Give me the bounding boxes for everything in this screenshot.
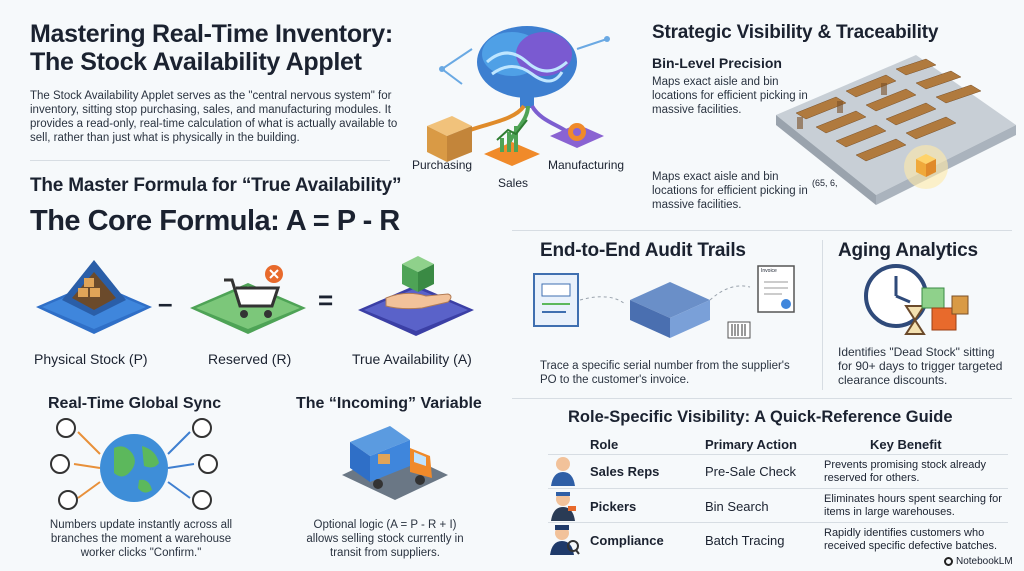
section-divider (822, 240, 823, 390)
intro-paragraph: The Stock Availability Applet serves as … (30, 90, 398, 144)
barcode-icon (727, 321, 751, 339)
roles-header-action: Primary Action (705, 437, 797, 452)
roles-header-benefit: Key Benefit (870, 437, 942, 452)
manufacturing-label: Manufacturing (548, 158, 625, 172)
gear-icon (550, 123, 604, 148)
true-availability-label: True Availability (A) (352, 351, 472, 367)
incoming-title: The “Incoming” Variable (296, 395, 482, 412)
minus-operator: – (158, 288, 173, 318)
role-name: Compliance (590, 533, 664, 548)
role-benefit: Rapidly identifies customers who receive… (824, 527, 998, 552)
brain-network-illustration (427, 26, 610, 166)
roles-title: Role-Specific Visibility: A Quick-Refere… (568, 408, 953, 426)
invoice-label: Invoice (761, 268, 777, 274)
document-icon (533, 273, 579, 327)
incoming-text: Optional logic (A = P - R + I) allows se… (306, 519, 464, 559)
role-name: Sales Reps (590, 464, 660, 479)
clock-icon (50, 418, 218, 510)
audit-trails-text: Trace a specific serial number from the … (540, 360, 790, 386)
global-sync-text: Numbers update instantly across all bran… (49, 519, 233, 559)
globe-icon (100, 434, 168, 502)
sales-rep-icon (551, 457, 575, 486)
bin-precision-title: Bin-Level Precision (652, 55, 782, 71)
hand-with-box-icon (358, 256, 474, 336)
section-divider (512, 398, 1012, 399)
bin-precision-text-repeat: Maps exact aisle and bin locations for e… (652, 171, 808, 211)
sales-chart-icon (484, 119, 540, 166)
main-title-line1: Mastering Real-Time Inventory: (30, 20, 393, 48)
purchasing-label: Purchasing (412, 158, 473, 172)
main-title-line2: The Stock Availability Applet (30, 48, 362, 76)
delivery-truck-icon (342, 426, 448, 500)
reserved-label: Reserved (R) (208, 351, 292, 367)
section-divider (512, 230, 1012, 231)
equals-operator: = (318, 285, 334, 315)
section-divider (30, 160, 390, 161)
warehouse-building-icon (630, 282, 710, 338)
audit-trail-illustration (533, 265, 795, 339)
table-divider (548, 488, 1008, 489)
global-sync-illustration (50, 418, 218, 510)
formula-heading: The Master Formula for “True Availabilit… (30, 175, 402, 196)
physical-stock-label: Physical Stock (P) (34, 351, 148, 367)
warehouse-floor-illustration (776, 55, 1016, 205)
picker-icon (551, 492, 576, 521)
box-icon (427, 116, 472, 162)
notebooklm-brand: NotebookLM (944, 556, 1013, 567)
notebooklm-logo-icon (944, 557, 953, 566)
box-icon (921, 287, 969, 331)
invoice-icon (757, 265, 795, 313)
global-sync-title: Real-Time Global Sync (48, 395, 222, 412)
brain-icon (477, 26, 577, 108)
role-benefit: Eliminates hours spent searching for ite… (824, 493, 1002, 518)
role-action: Bin Search (705, 499, 769, 514)
shopping-cart-icon (190, 265, 306, 334)
aging-analytics-title: Aging Analytics (838, 240, 978, 261)
role-name: Pickers (590, 499, 637, 514)
warehouse-icon (36, 260, 152, 334)
compliance-officer-icon (550, 525, 580, 555)
audit-trails-title: End-to-End Audit Trails (540, 240, 746, 261)
visibility-title: Strategic Visibility & Traceability (652, 22, 939, 43)
aging-analytics-text: Identifies "Dead Stock" sitting for 90+ … (838, 345, 1003, 387)
role-benefit: Prevents promising stock already reserve… (824, 459, 987, 484)
brand-label: NotebookLM (956, 556, 1013, 567)
roles-header-role: Role (590, 437, 619, 452)
sales-label: Sales (498, 176, 529, 190)
core-formula: The Core Formula: A = P - R (30, 205, 400, 237)
table-divider (548, 522, 1008, 523)
role-action: Batch Tracing (705, 533, 785, 548)
aging-analytics-illustration (864, 264, 969, 335)
bin-coordinate-label: (65, 6, (812, 178, 838, 188)
table-divider (548, 454, 1008, 455)
role-action: Pre-Sale Check (705, 464, 797, 479)
bin-precision-text: Maps exact aisle and bin locations for e… (652, 76, 808, 116)
